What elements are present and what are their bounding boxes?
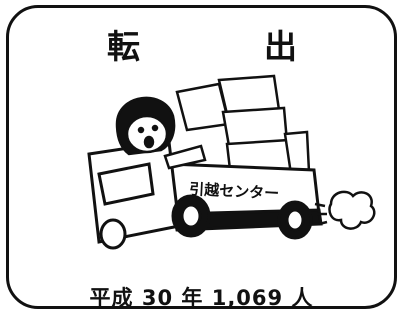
driver-figure (115, 96, 207, 170)
title-char-left: 転 (107, 27, 140, 66)
title: 転 出 (9, 14, 394, 66)
exhaust-smoke (314, 190, 376, 230)
moving-truck-illustration: 引越センター (87, 74, 376, 250)
truck-label: 引越センター (189, 180, 280, 203)
wheels (99, 194, 313, 250)
caption-year-count: 平成 30 年 1,069 人 (89, 286, 314, 310)
title-char-right: 出 (264, 27, 297, 66)
rounded-frame: 転 出 (6, 5, 397, 310)
